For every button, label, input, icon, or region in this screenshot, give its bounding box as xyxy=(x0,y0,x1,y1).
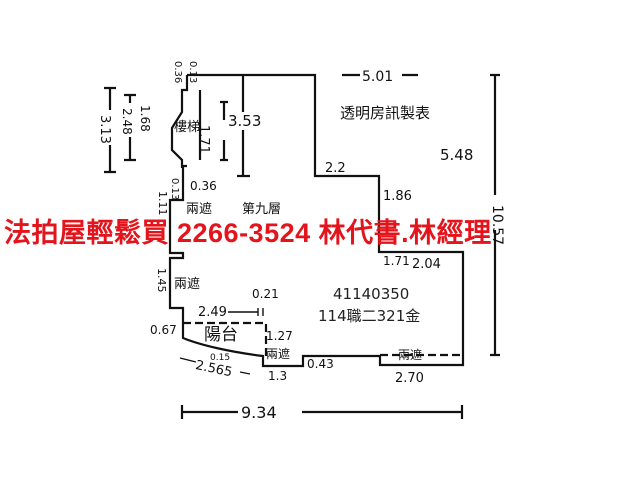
dim-bottom-total: 9.34 xyxy=(241,403,277,422)
dim-step-b: 1.86 xyxy=(383,189,412,204)
walls xyxy=(104,73,500,419)
dim-mid-a: 0.36 xyxy=(190,179,217,193)
shelter-label-4: 兩遮 xyxy=(398,347,422,362)
main-floor-label: 第九層 xyxy=(242,202,281,217)
dim-stair-a: 3.53 xyxy=(228,112,261,130)
dim-stair-line xyxy=(237,75,250,178)
dim-balc-b: 0.21 xyxy=(252,287,279,301)
dim-curve-small: 0.15 xyxy=(210,353,230,363)
dim-right-upper: 5.48 xyxy=(440,146,473,164)
dim-balc-line xyxy=(228,308,264,316)
dim-curve-line xyxy=(179,357,251,375)
shelter-label-1: 兩遮 xyxy=(186,201,212,217)
dim-shelter-b: 1.45 xyxy=(155,268,168,293)
dim-top: 5.01 xyxy=(362,69,393,85)
dim-right-line xyxy=(490,73,500,357)
dim-box-h: 0.43 xyxy=(307,357,334,371)
dim-balc-left: 0.67 xyxy=(150,323,177,337)
balcony-label: 陽台 xyxy=(204,325,238,345)
dim-bottom-shelter: 2.70 xyxy=(395,371,424,386)
dim-left-c: 1.68 xyxy=(138,105,152,132)
dim-top-small-b: 0.13 xyxy=(187,61,198,83)
shelter-label-3: 兩遮 xyxy=(266,346,290,361)
dim-stair-b: 1.71 xyxy=(196,125,211,154)
stair-outline xyxy=(170,75,202,168)
dim-step-a: 2.2 xyxy=(325,161,346,176)
contact-banner: 法拍屋輕鬆買 2266-3524 林代書.林經理 xyxy=(4,218,492,248)
dim-bottom-line xyxy=(180,405,464,419)
dim-balc-r: 1.27 xyxy=(266,329,293,343)
dim-shelter-a: 1.11 xyxy=(156,191,169,216)
stair-label: 樓梯 xyxy=(174,120,200,135)
dim-step-c: 1.71 xyxy=(383,254,410,268)
dim-left-b: 2.48 xyxy=(120,108,134,135)
dim-stair-small-line xyxy=(220,100,228,162)
title: 透明房訊製表 xyxy=(340,104,430,122)
labels: 透明房訊製表 5.01 5.48 10.57 3.53 1.71 樓梯 3.13… xyxy=(97,61,505,422)
dim-box-w: 1.3 xyxy=(268,369,287,383)
dim-top-small-a: 0.36 xyxy=(172,61,183,83)
balcony-line xyxy=(183,321,268,356)
outer-wall xyxy=(168,73,465,368)
dim-balc-w: 2.49 xyxy=(198,305,227,320)
case-number: 41140350 xyxy=(333,285,409,303)
shelter-label-2: 兩遮 xyxy=(174,276,200,292)
dim-left-a: 3.13 xyxy=(97,115,112,144)
dim-left-line xyxy=(104,86,136,174)
dim-step-d: 2.04 xyxy=(412,257,441,272)
dim-right-total: 10.57 xyxy=(489,205,505,245)
dim-mid-b: 0.13 xyxy=(169,178,180,200)
case-ref: 114職二321金 xyxy=(318,307,420,325)
